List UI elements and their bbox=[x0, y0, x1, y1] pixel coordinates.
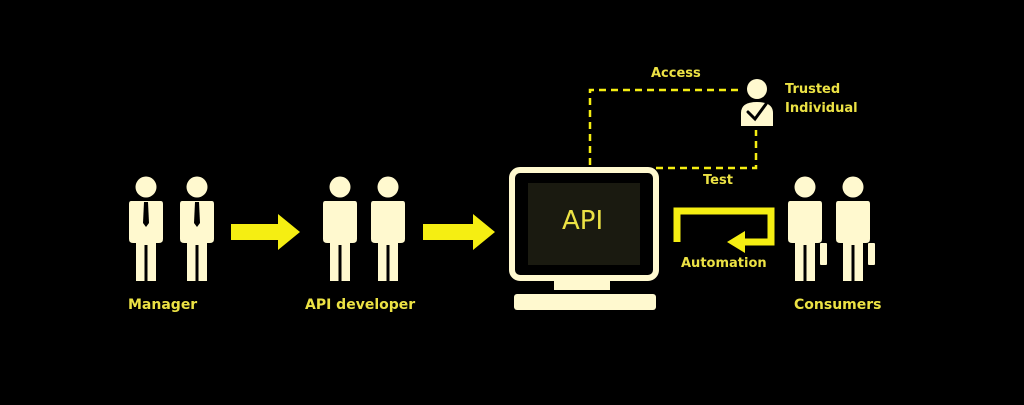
loop-arrow-icon bbox=[673, 207, 775, 253]
consumers-group-icon bbox=[788, 176, 875, 281]
manager-label: Manager bbox=[128, 297, 198, 313]
test-label: Test bbox=[703, 173, 733, 188]
trusted-label-line2: Individual bbox=[785, 101, 858, 116]
api-developer-group-icon bbox=[323, 176, 405, 281]
computer-monitor-icon bbox=[509, 167, 659, 310]
right-arrow-icon bbox=[423, 214, 495, 250]
access-connector-line bbox=[588, 88, 742, 165]
consumers-label: Consumers bbox=[794, 297, 882, 313]
person-with-checkmark-icon bbox=[741, 79, 773, 126]
access-label: Access bbox=[651, 66, 701, 81]
test-connector-line bbox=[656, 130, 758, 170]
api-developer-label: API developer bbox=[305, 297, 416, 313]
api-screen-label: API bbox=[562, 206, 604, 236]
trusted-label-line1: Trusted bbox=[785, 82, 841, 97]
automation-label: Automation bbox=[681, 256, 767, 271]
manager-group-icon bbox=[129, 176, 214, 281]
right-arrow-icon bbox=[231, 214, 300, 250]
